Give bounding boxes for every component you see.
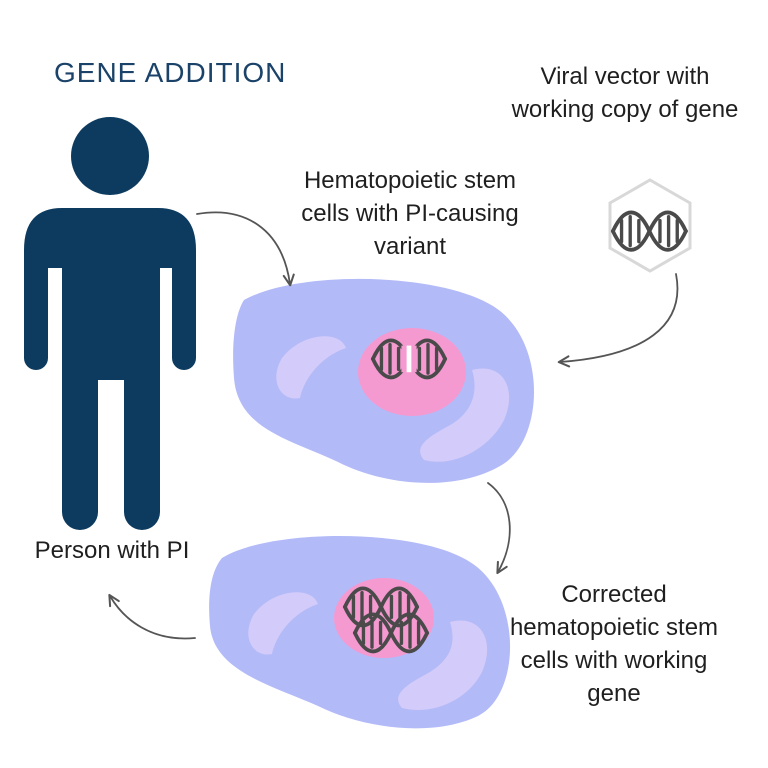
arrow-icon [487, 482, 511, 575]
person-label: Person with PI [34, 537, 190, 564]
variant-cells-label: Hematopoietic stem cells with PI-causing… [301, 167, 519, 260]
viral-vector-label: Viral vector with working copy of gene [511, 63, 739, 123]
organelle [398, 620, 488, 711]
corrected-cell [209, 535, 511, 729]
viral-vector-icon [608, 178, 692, 273]
cell-with-variant [233, 278, 535, 483]
dna-icon [370, 338, 448, 380]
person-icon [24, 117, 196, 530]
organelle [276, 336, 346, 399]
arrow-icon [108, 593, 196, 640]
arrow-icon [196, 211, 295, 287]
arrow-icon [557, 273, 679, 368]
corrected-cells-label: Corrected hematopoietic stem cells with … [509, 581, 719, 707]
organelle [420, 368, 510, 462]
organelle [248, 592, 318, 655]
diagram-title: GENE ADDITION [54, 57, 287, 88]
